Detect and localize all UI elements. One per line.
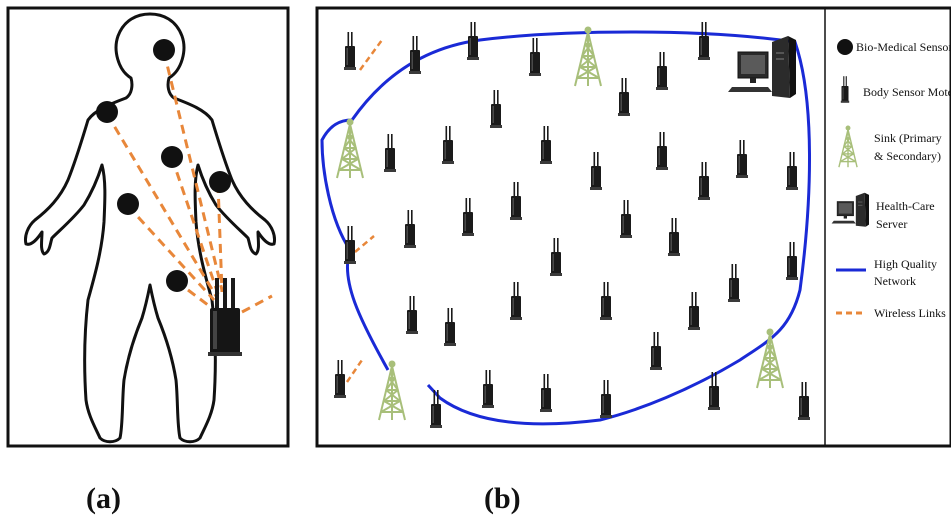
sensor-chest <box>161 146 183 168</box>
legend-sensor-icon <box>837 39 853 55</box>
caption-panel-a: (a) <box>86 482 121 515</box>
legend-network-line2: Network <box>874 274 916 288</box>
sensor-right-arm <box>209 171 231 193</box>
sensor-abdomen <box>166 270 188 292</box>
legend-server-line1: Health-Care <box>876 199 935 213</box>
legend-sink-line2: & Secondary) <box>874 149 941 163</box>
sensor-left-shoulder <box>96 101 118 123</box>
wireless-links-body <box>105 51 273 314</box>
legend-bio-medical-sensor: Bio-Medical Sensor <box>856 40 951 54</box>
legend-sink-line1: Sink (Primary <box>874 131 942 145</box>
sensor-head <box>153 39 175 61</box>
legend-wireless-links: Wireless Links <box>874 306 946 320</box>
legend-body-sensor-mote: Body Sensor Mote <box>863 85 951 99</box>
caption-panel-b: (b) <box>484 482 521 515</box>
bio-medical-sensors-body <box>96 39 231 292</box>
legend: Bio-Medical Sensor Body Sensor Mote Sink… <box>831 39 951 320</box>
body-sensor-mote-large <box>208 278 242 356</box>
wireless-links-network <box>345 39 384 383</box>
high-quality-network-path <box>320 30 811 426</box>
legend-network-line1: High Quality <box>874 257 937 271</box>
human-body-outline <box>24 12 276 444</box>
sensor-left-arm <box>117 193 139 215</box>
legend-server-line2: Server <box>876 217 907 231</box>
panel-a <box>6 6 290 448</box>
panel-b: Bio-Medical Sensor Body Sensor Mote Sink… <box>315 6 951 448</box>
network-area-border <box>316 7 826 447</box>
panel-a-frame <box>6 6 290 448</box>
